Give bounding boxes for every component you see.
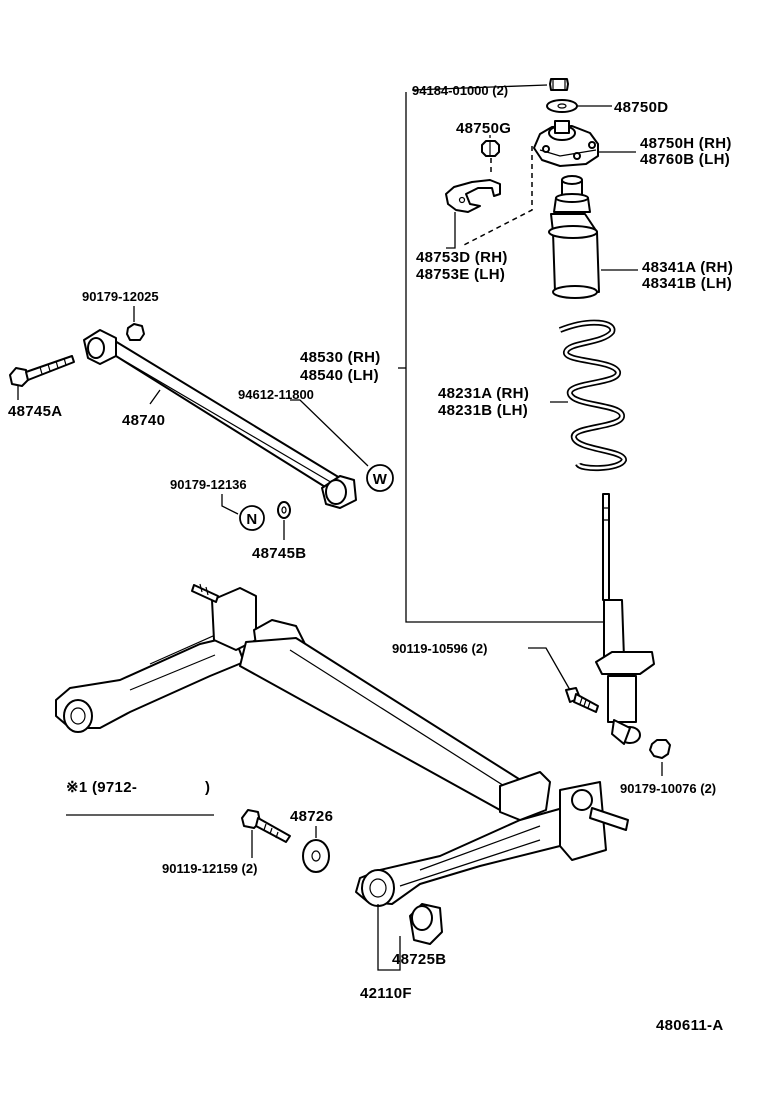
label-90119-10596: 90119-10596 (2) — [392, 641, 487, 656]
shock-absorber — [595, 493, 655, 745]
label-48750h: 48750H (RH) — [640, 135, 732, 152]
n-symbol-text: N — [246, 511, 257, 528]
bracket-48753d — [445, 179, 501, 213]
w-symbol-text: W — [373, 471, 388, 488]
label-90179-12136: 90179-12136 — [170, 477, 247, 492]
leader-48753d — [446, 212, 456, 249]
label-48231b: 48231B (LH) — [438, 402, 528, 419]
note-1: ※1 (9712- — [66, 779, 137, 796]
label-94612-11800: 94612-11800 — [238, 387, 314, 402]
leader-94612 — [290, 399, 369, 467]
n-symbol: N — [239, 505, 265, 531]
label-90179-10076: 90179-10076 (2) — [620, 781, 716, 796]
label-48753d: 48753D (RH) — [416, 249, 508, 266]
upper-support-48750h — [533, 120, 599, 167]
assembly-bracket-line — [405, 92, 612, 623]
boot-48341a — [548, 175, 600, 299]
leader-48740 — [149, 389, 161, 405]
bolt-48745a — [9, 355, 75, 387]
leader-90119-10596 — [528, 647, 571, 691]
dash-bracket — [461, 146, 533, 247]
figure-id: 480611-A — [656, 1017, 723, 1034]
bushing-48725b — [409, 903, 443, 945]
label-94184-01000: 94184-01000 (2) — [412, 83, 508, 98]
label-48750d: 48750D — [614, 99, 668, 116]
lateral-rod-48740 — [83, 329, 357, 509]
label-48740: 48740 — [122, 412, 165, 429]
label-48231a: 48231A (RH) — [438, 385, 529, 402]
leader-42110f — [377, 904, 401, 971]
washer-48745b — [277, 501, 291, 519]
label-48726: 48726 — [290, 808, 333, 825]
label-48753e: 48753E (LH) — [416, 266, 505, 283]
label-48540: 48540 (LH) — [300, 367, 379, 384]
label-48745a: 48745A — [8, 403, 62, 420]
leader-94184 — [411, 84, 548, 91]
label-48760b: 48760B (LH) — [640, 151, 730, 168]
label-48530: 48530 (RH) — [300, 349, 381, 366]
label-48750g: 48750G — [456, 120, 511, 137]
label-48725b: 48725B — [392, 951, 446, 968]
label-48341b: 48341B (LH) — [642, 275, 732, 292]
note-1-close: ) — [205, 779, 210, 796]
label-90119-12159: 90119-12159 (2) — [162, 861, 257, 876]
label-48745b: 48745B — [252, 545, 306, 562]
label-90179-12025: 90179-12025 — [82, 289, 159, 304]
bolt-90119-12159 — [241, 809, 291, 843]
upper-nut — [549, 78, 569, 91]
coil-spring-48231a — [558, 319, 627, 472]
nut-48750g — [481, 140, 500, 157]
washer-48726 — [302, 839, 330, 873]
w-symbol: W — [366, 464, 394, 492]
nut-90179-10076 — [649, 739, 671, 759]
axle-beam-42110f — [55, 583, 629, 907]
label-42110f: 42110F — [360, 985, 412, 1002]
washer-48750d — [546, 99, 578, 113]
bolt-90119-10596 — [565, 687, 599, 713]
nut-90179-12025 — [126, 323, 145, 341]
leader-90179-12136 — [221, 494, 239, 515]
label-48341a: 48341A (RH) — [642, 259, 733, 276]
